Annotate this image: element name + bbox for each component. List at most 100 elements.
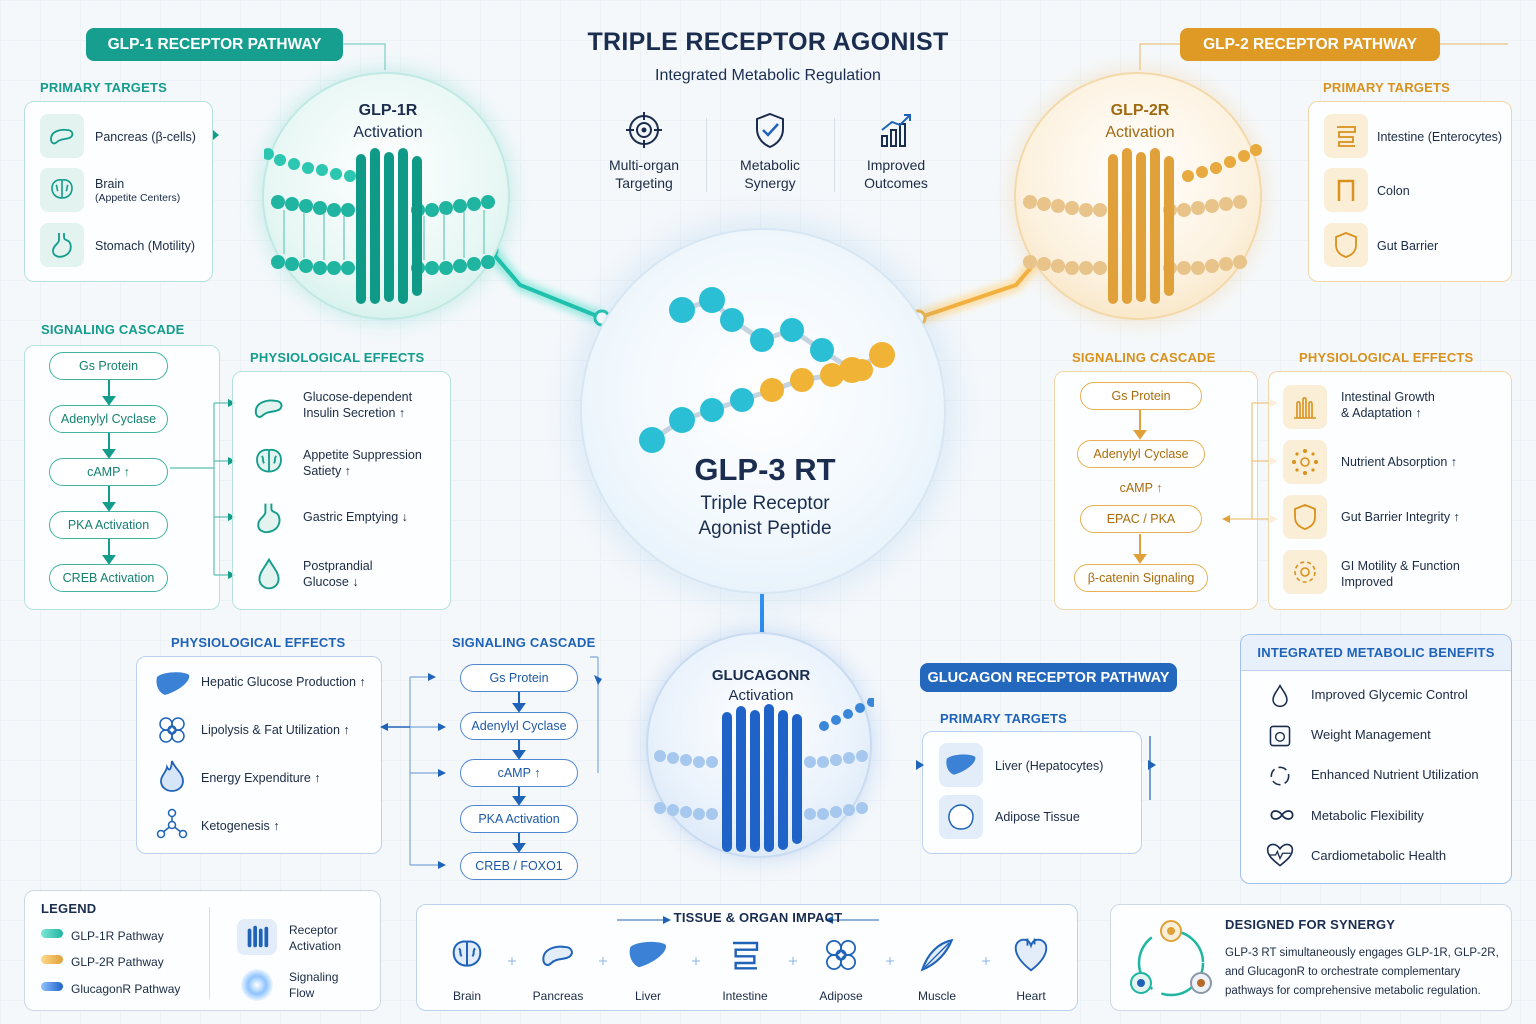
brain-icon bbox=[256, 448, 282, 473]
legend-swatch-gcgr bbox=[41, 982, 63, 991]
divider bbox=[706, 118, 707, 192]
benefit-item: Cardiometabolic Health bbox=[1311, 848, 1447, 863]
effect-appetite-1: Appetite Suppression bbox=[303, 448, 422, 462]
glp2-receptor-circle: GLP-2R Activation bbox=[1014, 72, 1262, 320]
effect-motility-2: Improved bbox=[1341, 575, 1394, 589]
pancreas-icon bbox=[542, 945, 573, 966]
legend-box: LEGEND GLP-1R Pathway GLP-2R Pathway Glu… bbox=[24, 890, 381, 1011]
target-stomach: Stomach (Motility) bbox=[95, 239, 196, 253]
intestine-icon bbox=[1324, 114, 1368, 158]
glp1-cascade-step: CREB Activation bbox=[49, 564, 168, 592]
growth-chart-icon bbox=[881, 114, 911, 147]
glp1-activation-title: GLP-1R bbox=[358, 102, 418, 119]
gcgr-targets-header: PRIMARY TARGETS bbox=[940, 711, 1067, 726]
glp1-activation-label: Activation bbox=[353, 124, 423, 141]
receptor-icon bbox=[237, 919, 277, 955]
effect-nutrient: Nutrient Absorption ↑ bbox=[1341, 455, 1458, 469]
tissue-label: Pancreas bbox=[532, 989, 584, 1003]
synergy-line: and GlucagonR to orchestrate complementa… bbox=[1225, 966, 1461, 978]
glp2-activation-label: Activation bbox=[1105, 124, 1175, 141]
shield-icon bbox=[1283, 495, 1327, 539]
legend-item: GLP-1R Pathway bbox=[71, 929, 164, 943]
muscle-icon bbox=[920, 938, 954, 972]
tissue-header: TISSUE & ORGAN IMPACT bbox=[673, 910, 843, 925]
gcgr-receptor-circle: GLUCAGONR Activation bbox=[646, 632, 874, 858]
glp2-activation-title: GLP-2R bbox=[1110, 102, 1170, 119]
legend-receptor-1: Receptor bbox=[289, 923, 338, 937]
legend-swatch-glp2 bbox=[41, 955, 63, 964]
tissue-separators bbox=[508, 957, 990, 965]
benefits-box: INTEGRATED METABOLIC BENEFITS Improved G… bbox=[1240, 634, 1512, 884]
infinity-icon bbox=[1270, 810, 1294, 820]
legend-swatch-glp1 bbox=[41, 929, 63, 938]
effect-glucose-2: Glucose ↓ bbox=[303, 575, 359, 589]
fat-cells-icon bbox=[159, 717, 185, 743]
motility-icon bbox=[1283, 550, 1327, 594]
cycle-icon bbox=[1270, 766, 1290, 786]
synergy-header: DESIGNED FOR SYNERGY bbox=[1225, 917, 1396, 932]
gcgr-effects-header: PHYSIOLOGICAL EFFECTS bbox=[171, 635, 346, 650]
effect-lipolysis: Lipolysis & Fat Utilization ↑ bbox=[201, 723, 350, 737]
tissue-label: Liver bbox=[634, 989, 661, 1003]
synergy-line: pathways for comprehensive metabolic reg… bbox=[1225, 985, 1481, 997]
center-molecule-circle: GLP-3 RT Triple Receptor Agonist Peptide bbox=[580, 228, 946, 594]
benefit-item: Enhanced Nutrient Utilization bbox=[1311, 767, 1479, 782]
colon-icon bbox=[1324, 168, 1368, 212]
target-icon bbox=[626, 112, 662, 148]
feature-label: Multi-organ bbox=[608, 157, 680, 173]
legend-receptor-2: Activation bbox=[289, 939, 342, 953]
gcgr-activation-title: GLUCAGONR bbox=[711, 667, 811, 684]
feature-label: Improved bbox=[866, 157, 926, 173]
legend-header: LEGEND bbox=[41, 901, 97, 916]
benefit-item: Metabolic Flexibility bbox=[1311, 808, 1424, 823]
adipose-icon bbox=[939, 795, 983, 839]
glp2-cascade-step: β-catenin Signaling bbox=[1074, 564, 1208, 592]
target-adipose: Adipose Tissue bbox=[995, 810, 1080, 824]
glp1-cascade-arrows bbox=[102, 380, 116, 565]
effect-growth-1: Intestinal Growth bbox=[1341, 390, 1435, 404]
legend-signal-2: Flow bbox=[289, 986, 315, 1000]
page-subtitle: Integrated Metabolic Regulation bbox=[655, 67, 881, 84]
glp1-effects-box: Glucose-dependent Insulin Secretion ↑ Ap… bbox=[232, 371, 451, 610]
glp2-cascade-step: Gs Protein bbox=[1080, 382, 1202, 410]
glp2-cascade-arrows bbox=[1133, 410, 1147, 564]
liver-icon bbox=[156, 672, 190, 695]
gcgr-branch-lines bbox=[380, 656, 602, 869]
scale-icon bbox=[1269, 725, 1291, 747]
liver-icon bbox=[629, 941, 667, 968]
glp1-cascade-step: Adenylyl Cyclase bbox=[49, 405, 168, 433]
glp1-cascade-step: cAMP ↑ bbox=[49, 458, 168, 486]
page-title: TRIPLE RECEPTOR AGONIST bbox=[587, 28, 949, 56]
nutrient-icon bbox=[1283, 440, 1327, 484]
target-colon: Colon bbox=[1377, 184, 1410, 198]
divider bbox=[834, 118, 835, 192]
legend-item: GlucagonR Pathway bbox=[71, 982, 181, 996]
stomach-icon bbox=[40, 223, 84, 267]
fat-cells-icon bbox=[826, 940, 856, 970]
tissue-label: Heart bbox=[1016, 989, 1046, 1003]
synergy-cycle-icon bbox=[1130, 920, 1212, 997]
gcgr-cascade-arrows bbox=[512, 692, 526, 853]
tissue-label: Intestine bbox=[722, 989, 768, 1003]
effect-energy: Energy Expenditure ↑ bbox=[201, 771, 321, 785]
effect-barrier: Gut Barrier Integrity ↑ bbox=[1341, 510, 1460, 524]
villi-icon bbox=[1283, 385, 1327, 429]
flame-icon bbox=[160, 760, 184, 792]
liver-icon bbox=[939, 743, 983, 787]
glp1-effects-header: PHYSIOLOGICAL EFFECTS bbox=[250, 350, 425, 365]
effect-motility-1: GI Motility & Function bbox=[1341, 559, 1460, 573]
glp2-membrane-illustration bbox=[1023, 144, 1262, 304]
brain-icon bbox=[40, 168, 84, 212]
gcgr-cascade-header: SIGNALING CASCADE bbox=[452, 635, 596, 650]
target-intestine: Intestine (Enterocytes) bbox=[1377, 130, 1503, 144]
tissue-intestine: Intestine bbox=[713, 935, 777, 1003]
glp1-targets-box: Pancreas (β-cells) Brain (Appetite Cente… bbox=[24, 101, 213, 282]
heart-pulse-icon bbox=[1266, 843, 1294, 867]
center-line2: Agonist Peptide bbox=[698, 518, 832, 539]
tissue-muscle: Muscle bbox=[905, 935, 969, 1003]
glp1-membrane-illustration bbox=[264, 148, 495, 304]
tissue-heart: Heart bbox=[999, 935, 1063, 1003]
glp2-effects-box: Intestinal Growth & Adaptation ↑ Nutrien… bbox=[1268, 371, 1512, 610]
